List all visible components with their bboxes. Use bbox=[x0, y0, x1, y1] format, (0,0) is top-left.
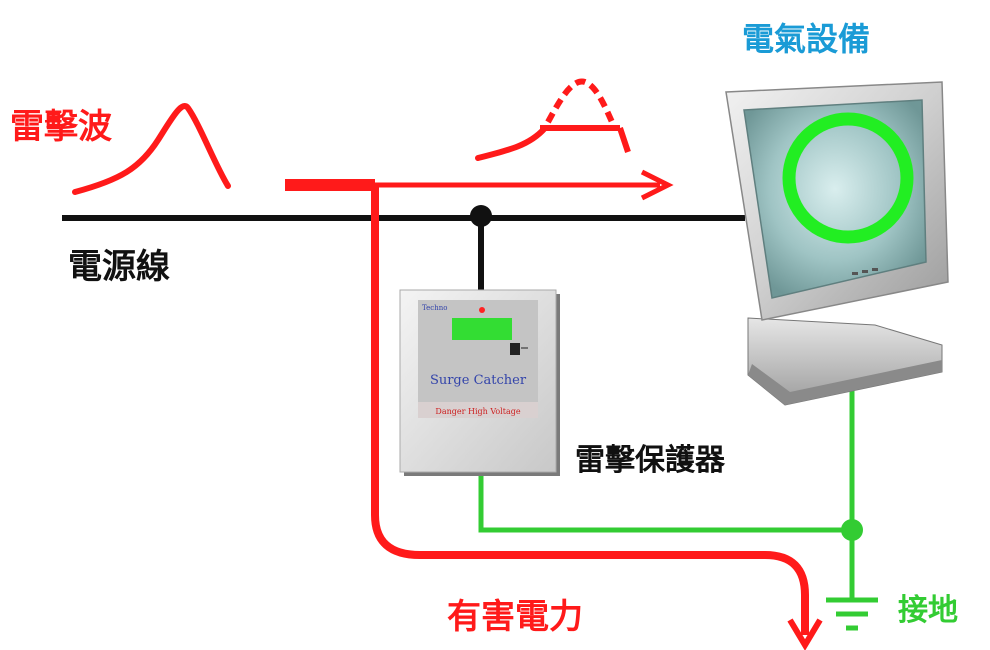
clipped-wave-peak bbox=[545, 78, 615, 124]
device-display bbox=[452, 318, 512, 340]
clipped-wave-curve bbox=[475, 125, 548, 161]
monitor-ok-ring bbox=[782, 112, 914, 244]
harmful-power-path bbox=[371, 185, 809, 635]
harmful-power-arrowhead bbox=[787, 618, 823, 650]
monitor-icon bbox=[725, 81, 949, 406]
device-warning: Danger High Voltage bbox=[435, 407, 520, 416]
ground-wire-protector bbox=[478, 475, 852, 533]
surge-protector-device: Techno Surge Catcher Danger High Voltage bbox=[399, 289, 560, 476]
surge-wave-label: 雷擊波 bbox=[10, 107, 112, 147]
ground-symbol-icon bbox=[826, 597, 878, 631]
device-panel bbox=[418, 300, 538, 418]
harmful-power-label: 有害電力 bbox=[447, 597, 583, 637]
device-top-text: Techno bbox=[422, 304, 447, 312]
surge-forward-arrowhead bbox=[640, 169, 674, 201]
device-name: Surge Catcher bbox=[430, 373, 527, 388]
protector-label: 雷擊保護器 bbox=[575, 443, 726, 478]
device-indicator-light bbox=[479, 307, 485, 313]
device-switch-icon bbox=[510, 343, 520, 355]
surge-wave-curve bbox=[72, 103, 231, 195]
power-line-label: 電源線 bbox=[68, 247, 170, 287]
clipped-wave-tail bbox=[617, 127, 631, 153]
ground-junction-dot bbox=[841, 519, 863, 541]
equipment-label: 電氣設備 bbox=[742, 20, 870, 58]
ground-label: 接地 bbox=[898, 593, 958, 628]
